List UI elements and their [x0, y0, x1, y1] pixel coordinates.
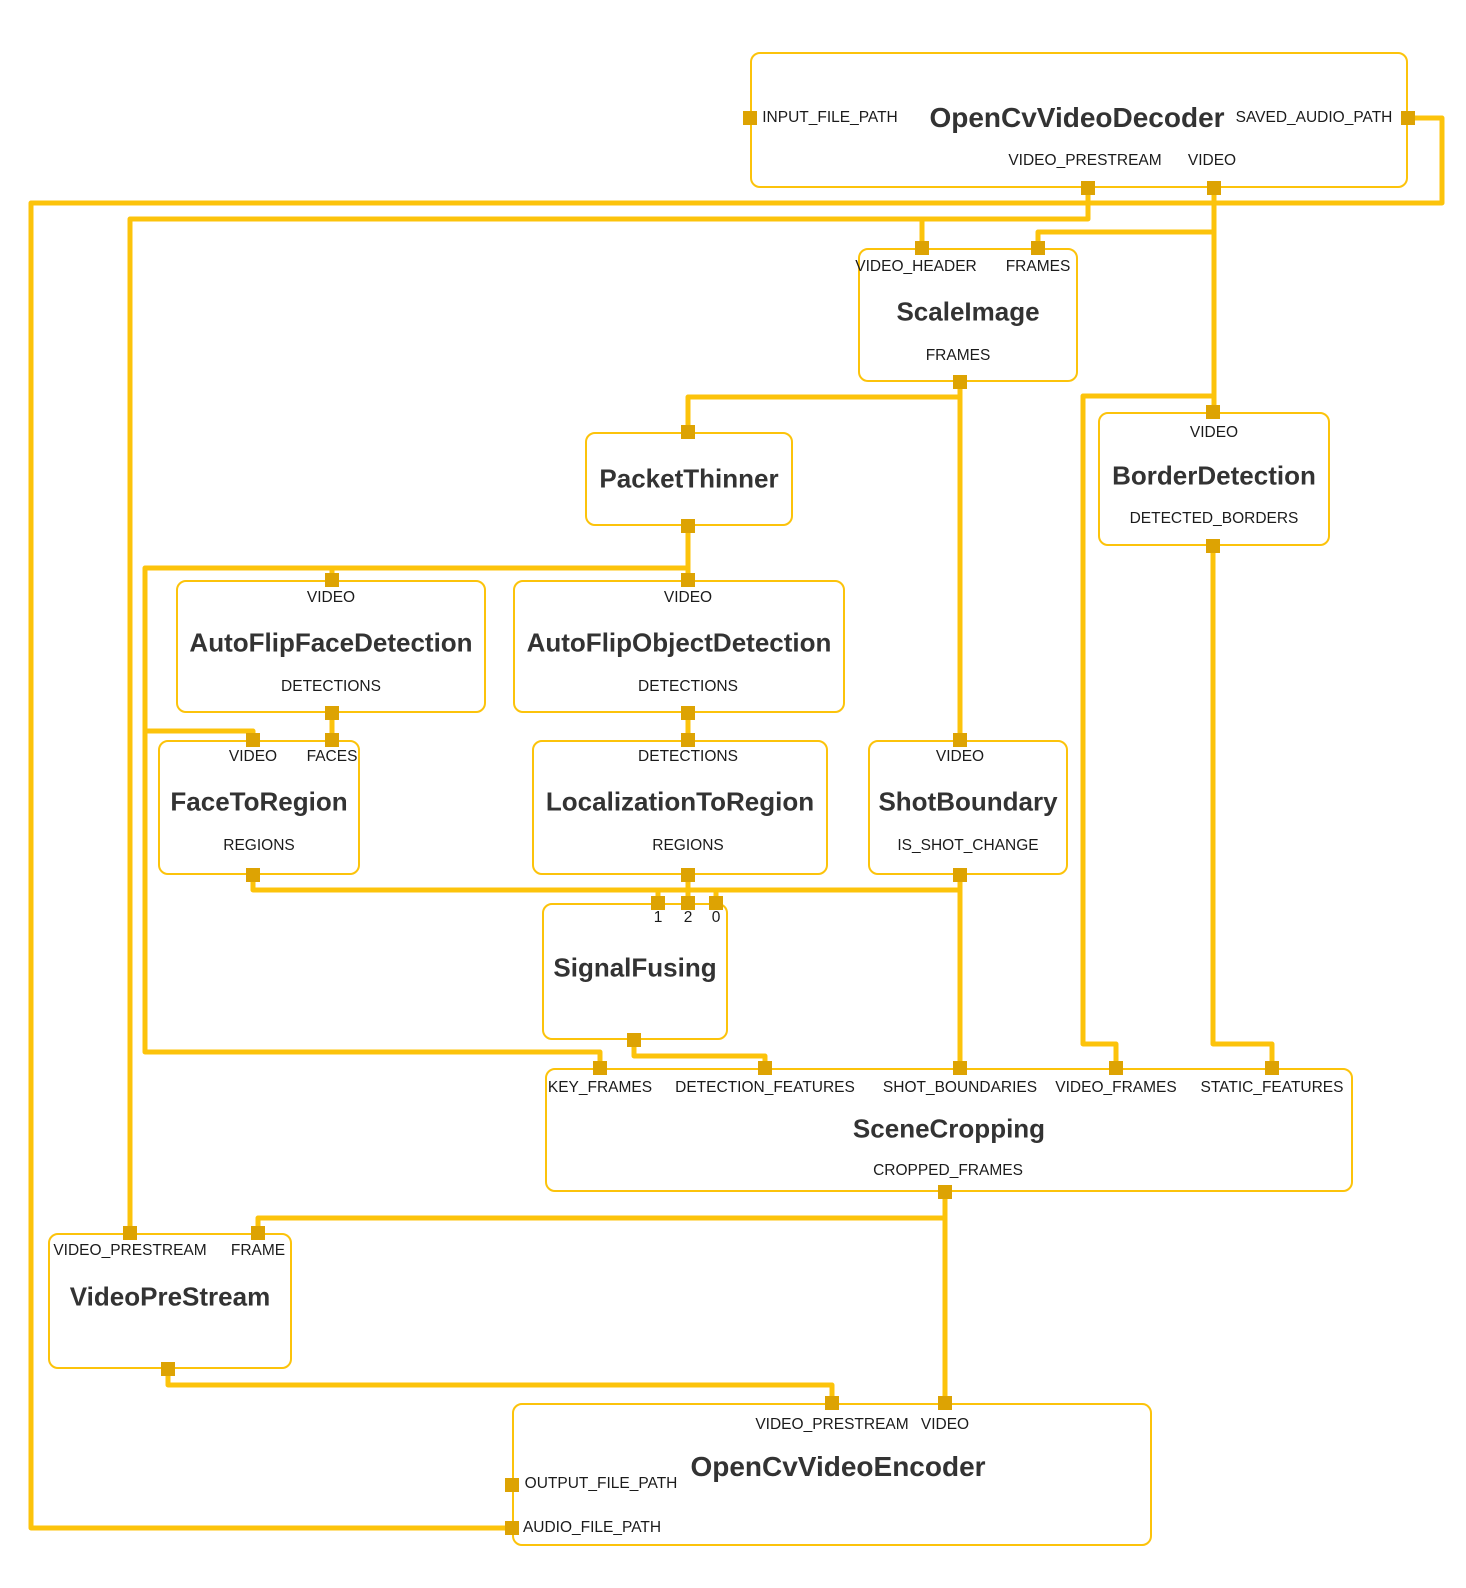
port-label-videoprestream-frame: FRAME	[230, 1242, 286, 1259]
node-title-localization-to-region: LocalizationToRegion	[545, 786, 815, 817]
node-title-scene-cropping: SceneCropping	[852, 1113, 1046, 1144]
port-label-fusing-0: 0	[711, 909, 721, 926]
port-label-decoder-video: VIDEO	[1187, 152, 1237, 169]
port-label-localization-regions: REGIONS	[652, 837, 724, 854]
port-label-video-header: VIDEO_HEADER	[855, 258, 977, 275]
node-title-face-to-region: FaceToRegion	[170, 786, 348, 817]
port-label-objdet-video: VIDEO	[663, 589, 713, 606]
port-label-output-file-path: OUTPUT_FILE_PATH	[524, 1475, 678, 1492]
port-label-shot-boundaries: SHOT_BOUNDARIES	[882, 1079, 1038, 1096]
node-title-video-pre-stream: VideoPreStream	[69, 1281, 271, 1312]
port-label-static-features: STATIC_FEATURES	[1200, 1079, 1344, 1096]
port-label-facetoregion-video: VIDEO	[228, 748, 278, 765]
port-label-detection-features: DETECTION_FEATURES	[675, 1079, 855, 1096]
edge-cropped-frames-to-frame	[255, 1215, 948, 1236]
port-label-videoprestream-video-prestream: VIDEO_PRESTREAM	[53, 1242, 207, 1259]
node-title-opencv-video-decoder: OpenCvVideoDecoder	[929, 102, 1225, 133]
port-label-encoder-video: VIDEO	[920, 1416, 970, 1433]
port-label-detected-borders: DETECTED_BORDERS	[1129, 510, 1299, 527]
port-label-decoder-video-prestream: VIDEO_PRESTREAM	[1008, 152, 1162, 169]
port-label-scale-frames-in: FRAMES	[1005, 258, 1071, 275]
node-title-scale-image: ScaleImage	[896, 296, 1040, 327]
port-label-border-video: VIDEO	[1189, 424, 1239, 441]
edge-fusing-to-detection-features	[631, 1037, 768, 1071]
port-label-input-file-path: INPUT_FILE_PATH	[762, 109, 898, 126]
node-title-autoflip-face-detection: AutoFlipFaceDetection	[189, 627, 473, 658]
edge-rail-to-face-to-region-video	[142, 728, 256, 743]
port-label-facedet-detections: DETECTIONS	[281, 678, 381, 695]
port-label-video-frames: VIDEO_FRAMES	[1055, 1079, 1177, 1096]
port-label-audio-file-path: AUDIO_FILE_PATH	[522, 1519, 662, 1536]
port-label-facetoregion-regions: REGIONS	[223, 837, 295, 854]
port-label-key-frames: KEY_FRAMES	[547, 1079, 653, 1096]
node-title-shot-boundary: ShotBoundary	[878, 786, 1058, 817]
edge-borders-to-static-features	[1210, 543, 1275, 1071]
port-label-shot-video: VIDEO	[935, 748, 985, 765]
port-label-fusing-1: 1	[653, 909, 663, 926]
node-title-border-detection: BorderDetection	[1112, 460, 1316, 491]
node-title-signal-fusing: SignalFusing	[553, 952, 717, 983]
node-title-packet-thinner: PacketThinner	[599, 463, 779, 494]
edge-scale-frames-to-packet-thinner	[685, 394, 963, 435]
port-label-localization-detections: DETECTIONS	[638, 748, 738, 765]
port-label-saved-audio-path: SAVED_AUDIO_PATH	[1235, 109, 1393, 126]
port-label-facetoregion-faces: FACES	[306, 748, 358, 765]
port-label-cropped-frames: CROPPED_FRAMES	[873, 1162, 1023, 1179]
port-label-facedet-video: VIDEO	[306, 589, 356, 606]
port-label-fusing-2: 2	[683, 909, 693, 926]
edge-video-to-scale-image-frames	[1035, 229, 1217, 251]
port-label-is-shot-change: IS_SHOT_CHANGE	[897, 837, 1039, 854]
port-label-scale-frames-out: FRAMES	[925, 347, 991, 364]
edge-videoprestream-out-to-encoder	[165, 1366, 835, 1406]
port-label-objdet-detections: DETECTIONS	[638, 678, 738, 695]
node-title-opencv-video-encoder: OpenCvVideoEncoder	[690, 1451, 986, 1482]
node-title-autoflip-object-detection: AutoFlipObjectDetection	[526, 627, 832, 658]
port-label-encoder-video-prestream: VIDEO_PRESTREAM	[755, 1416, 909, 1433]
edge-regions-rail-to-signal-fusing	[250, 872, 963, 893]
